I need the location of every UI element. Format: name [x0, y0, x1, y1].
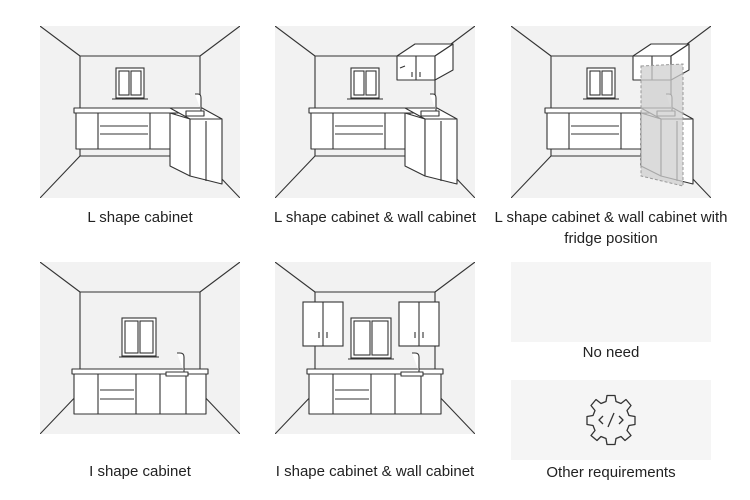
- option-label: No need: [582, 344, 640, 361]
- option-label: Other requirements: [546, 464, 676, 481]
- option-label: I shape cabinet & wall cabinet: [275, 463, 475, 480]
- option-label: L shape cabinet & wall cabinet with frid…: [494, 209, 728, 247]
- option-label: L shape cabinet & wall cabinet: [273, 209, 477, 226]
- fridge-position-zone: [640, 63, 684, 187]
- l-shape-fridge-position-illustration: [511, 26, 711, 198]
- option-label: I shape cabinet: [89, 463, 191, 480]
- code-gear-icon: [586, 394, 636, 446]
- l-shape-cabinet-illustration: [40, 26, 240, 198]
- no-need-placeholder: [511, 262, 711, 342]
- option-label: L shape cabinet: [87, 209, 193, 226]
- other-requirements-box: [511, 380, 711, 460]
- l-shape-wall-cabinet-illustration: [275, 26, 475, 198]
- i-shape-cabinet-illustration: [40, 262, 240, 434]
- i-shape-wall-cabinet-illustration: [275, 262, 475, 434]
